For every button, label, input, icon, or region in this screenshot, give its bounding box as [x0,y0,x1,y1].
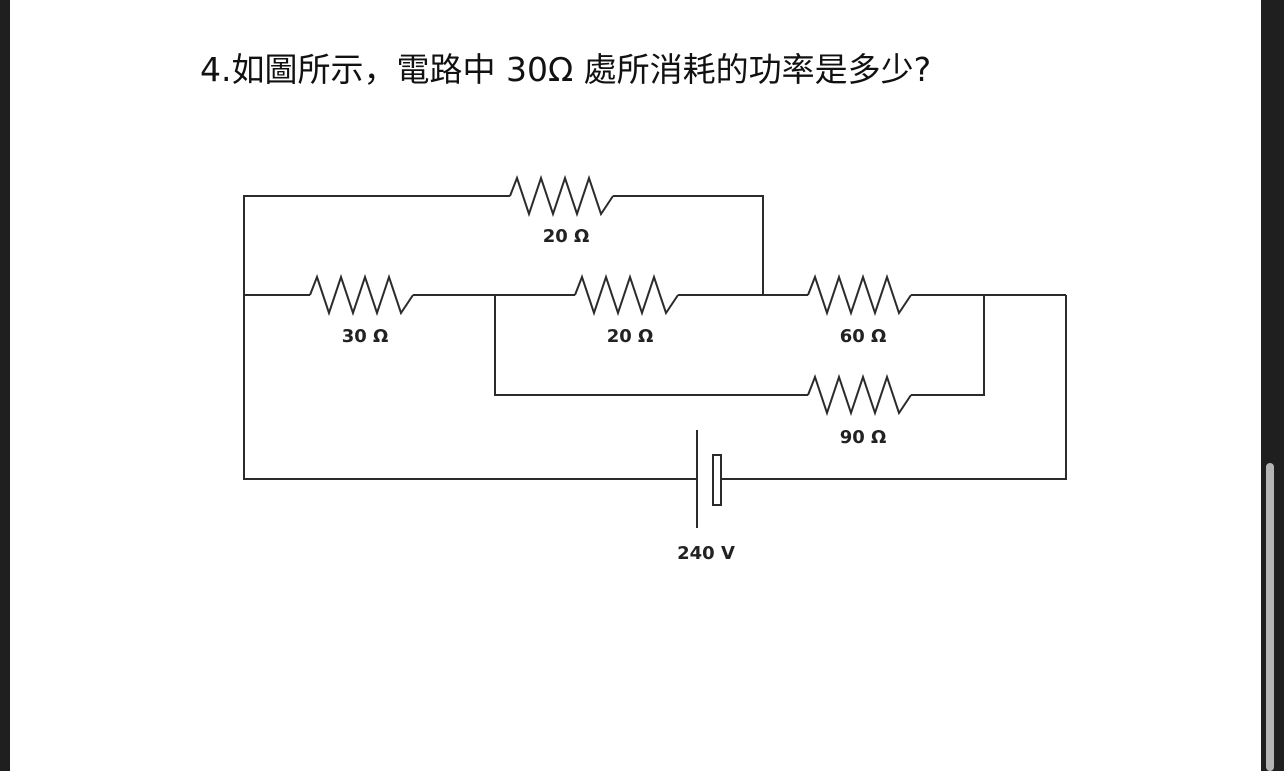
wire-low-left [494,295,808,396]
resistor-right-60 [807,273,912,317]
label-top-20: 20 Ω [543,226,590,247]
resistor-top-20 [509,174,614,218]
page [10,0,1261,771]
lower-branch [494,295,985,417]
battery-short-plate [712,454,722,506]
question-text: 4.如圖所示，電路中 30Ω 處所消耗的功率是多少? [200,50,932,89]
wire-top-right [613,195,764,295]
top-branch [243,174,764,295]
battery-loop [243,295,1067,528]
label-battery-voltage: 240 V [677,543,735,564]
wire-top-left [243,195,510,295]
wire-loop-left [243,295,697,480]
label-bottom-90: 90 Ω [840,427,887,448]
resistor-mid-20 [574,273,679,317]
resistor-bottom-90 [807,373,912,417]
label-mid-20: 20 Ω [607,326,654,347]
wire-low-right [911,295,985,396]
wire-loop-right [721,295,1067,480]
label-right-60: 60 Ω [840,326,887,347]
resistor-left-30 [309,273,414,317]
scrollbar-thumb[interactable] [1266,463,1274,771]
label-left-30: 30 Ω [342,326,389,347]
middle-branch [244,273,1066,317]
